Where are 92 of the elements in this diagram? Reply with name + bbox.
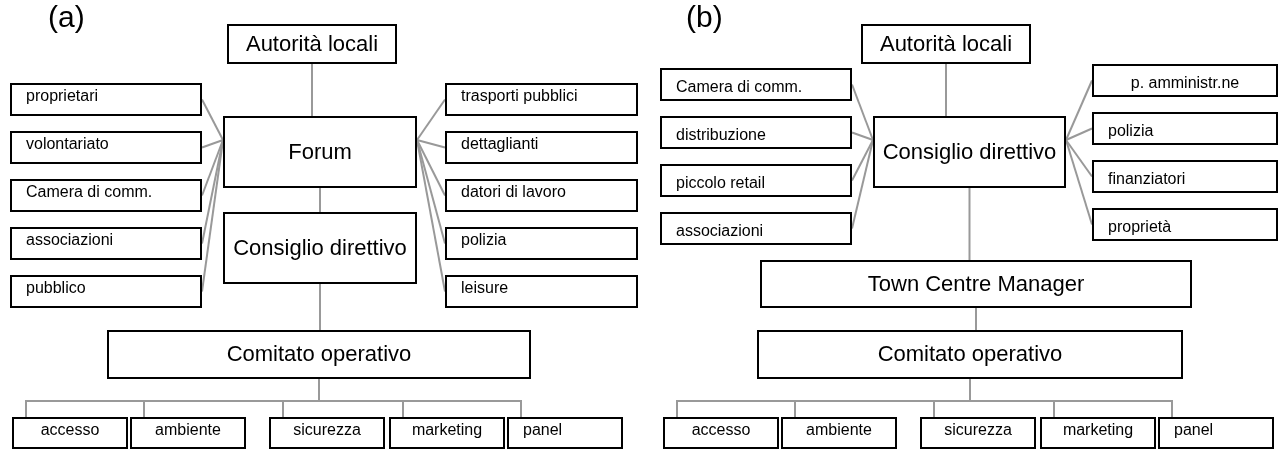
stakeholder-box <box>389 417 505 449</box>
box-label: Consiglio direttivo <box>882 139 1057 165</box>
box-label: ambiente <box>155 420 221 439</box>
stakeholder-box <box>781 417 897 449</box>
box-label: Forum <box>288 139 352 165</box>
box-label: associazioni <box>26 230 114 249</box>
stakeholder-box <box>269 417 385 449</box>
stakeholder-box <box>10 83 202 116</box>
box-label: Camera di comm. <box>26 182 153 201</box>
stakeholder-box <box>10 227 202 260</box>
connector-line <box>201 98 224 141</box>
stakeholder-box <box>12 417 128 449</box>
box-label: accesso <box>40 420 100 439</box>
stakeholder-box <box>445 179 638 212</box>
connector-line <box>1065 139 1093 178</box>
box-label: marketing <box>411 420 483 439</box>
box-label: panel <box>1174 420 1214 439</box>
connector-line <box>851 139 874 182</box>
connector-line <box>311 63 313 117</box>
stakeholder-box <box>445 275 638 308</box>
box-label: marketing <box>1062 420 1134 439</box>
stakeholder-box <box>660 164 852 197</box>
stakeholder-box <box>1092 208 1278 241</box>
connector-line <box>319 187 321 213</box>
org-box <box>757 330 1183 379</box>
stakeholder-box <box>1092 112 1278 145</box>
box-label: Autorità locali <box>245 31 379 57</box>
org-box <box>873 116 1066 188</box>
box-label: volontariato <box>26 134 109 153</box>
stakeholder-box <box>10 275 202 308</box>
box-label: p. amministr.ne <box>1130 74 1240 94</box>
stakeholder-box <box>660 68 852 101</box>
connector-line <box>1065 79 1093 141</box>
org-box <box>861 24 1031 64</box>
stakeholder-box <box>1092 64 1278 97</box>
stakeholder-box <box>445 83 638 116</box>
stakeholder-box <box>660 116 852 149</box>
box-label: associazioni <box>676 222 764 242</box>
panel-label: (b) <box>686 0 723 34</box>
stakeholder-box <box>10 179 202 212</box>
box-label: datori di lavoro <box>461 182 566 201</box>
connector-line <box>1065 127 1093 141</box>
stakeholder-box <box>1158 417 1274 449</box>
box-label: sicurezza <box>944 420 1012 439</box>
connector-line <box>968 187 971 261</box>
box-label: sicurezza <box>293 420 361 439</box>
panel-label: (a) <box>48 0 85 34</box>
connector-line <box>975 307 977 331</box>
box-label: polizia <box>1108 122 1154 142</box>
box-label: leisure <box>461 278 509 297</box>
box-label: ambiente <box>806 420 872 439</box>
connector-line <box>318 378 522 418</box>
stakeholder-box <box>660 212 852 245</box>
box-label: polizia <box>461 230 507 249</box>
box-label: distribuzione <box>676 126 766 146</box>
stakeholder-box <box>445 131 638 164</box>
box-label: piccolo retail <box>676 174 765 194</box>
box-label: accesso <box>691 420 751 439</box>
org-box <box>107 330 531 379</box>
box-label: Consiglio direttivo <box>233 235 407 261</box>
stakeholder-box <box>920 417 1036 449</box>
box-label: Camera di comm. <box>676 78 803 98</box>
connector-line <box>201 139 224 149</box>
stakeholder-box <box>130 417 246 449</box>
box-label: Comitato operativo <box>226 342 412 367</box>
org-box <box>760 260 1192 308</box>
connector-line <box>969 378 1173 418</box>
stakeholder-box <box>507 417 623 449</box>
connector-line <box>319 283 321 331</box>
connector-line <box>945 63 947 117</box>
connector-line <box>416 139 446 149</box>
box-label: proprietà <box>1108 218 1172 238</box>
stakeholder-box <box>10 131 202 164</box>
org-box <box>223 116 417 188</box>
connector-line <box>851 131 874 141</box>
box-label: Autorità locali <box>879 31 1013 57</box>
connector-line <box>416 139 446 197</box>
box-label: panel <box>523 420 563 439</box>
connector-line <box>416 98 446 141</box>
org-box <box>223 212 417 284</box>
org-box <box>227 24 397 64</box>
stakeholder-box <box>1040 417 1156 449</box>
box-label: pubblico <box>26 278 86 297</box>
box-label: Town Centre Manager <box>867 271 1085 297</box>
box-label: finanziatori <box>1108 170 1186 190</box>
box-label: Comitato operativo <box>877 342 1063 367</box>
stakeholder-box <box>1092 160 1278 193</box>
box-label: trasporti pubblici <box>461 86 578 105</box>
box-label: proprietari <box>26 86 99 105</box>
box-label: dettaglianti <box>461 134 539 153</box>
stakeholder-box <box>663 417 779 449</box>
stakeholder-box <box>445 227 638 260</box>
